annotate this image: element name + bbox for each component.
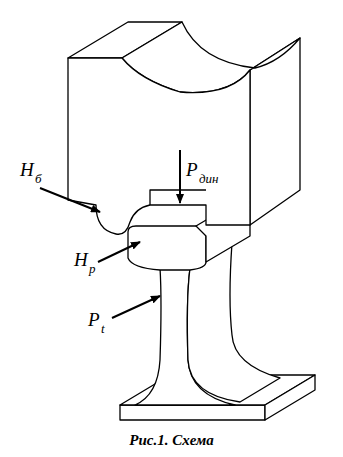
figure-caption: Рис.1. Схема [129, 432, 213, 449]
wheel-tread-line [150, 190, 206, 205]
force-arrow [98, 242, 140, 262]
rail-foot [120, 405, 265, 420]
force-subscript: б [35, 172, 42, 185]
force-subscript: дин [199, 172, 219, 185]
force-subscript: t [101, 322, 105, 335]
wheel-front [68, 58, 250, 234]
force-arrow [40, 188, 100, 212]
rail-head [128, 226, 206, 270]
force-subscript: р [89, 262, 96, 275]
force-symbol: H [74, 250, 88, 269]
force-arrow [179, 150, 181, 203]
force-symbol: P [88, 310, 100, 329]
force-arrow [112, 296, 160, 318]
force-symbol: H [20, 160, 34, 179]
force-symbol: P [186, 160, 198, 179]
